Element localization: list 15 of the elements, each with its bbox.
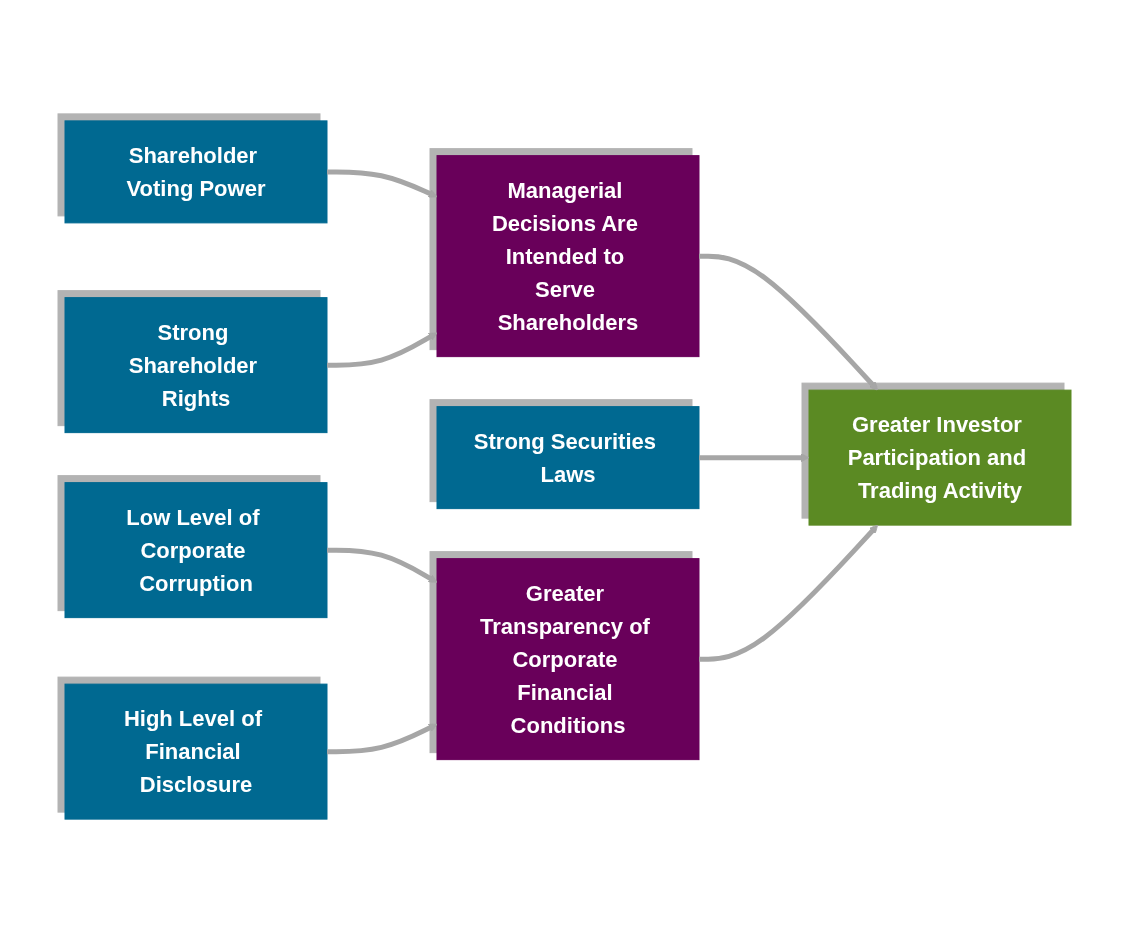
arrow — [698, 453, 809, 463]
node-box: Greater Transparency of Corporate Financial Conditions — [436, 558, 699, 761]
node-box: Managerial Decisions Are Intended to Serve Shareholders — [436, 155, 699, 358]
arrow — [326, 169, 437, 198]
arrow — [326, 723, 437, 755]
arrow — [698, 524, 878, 662]
node-box: High Level of Financial Disclosure — [64, 683, 327, 820]
node-box: Shareholder Voting Power — [64, 120, 327, 224]
node-box: Strong Shareholder Rights — [64, 297, 327, 434]
arrow — [326, 547, 437, 583]
node-box: Low Level of Corporate Corruption — [64, 482, 327, 619]
node-box: Strong Securities Laws — [436, 406, 699, 510]
arrow — [698, 253, 878, 391]
arrow — [326, 332, 437, 368]
node-box: Greater Investor Participation and Trading Activity — [808, 389, 1071, 526]
